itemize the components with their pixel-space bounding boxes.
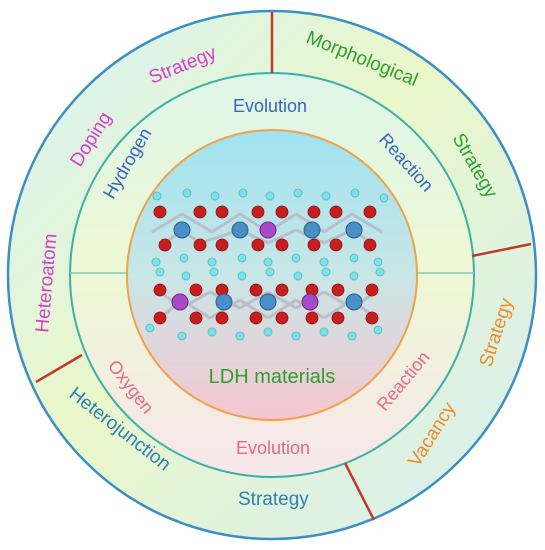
her-evolution-label: Evolution [233,96,307,116]
metal-atom-purple [171,293,189,311]
metal-atom-blue [231,221,249,239]
hydrogen-atoms [145,188,389,341]
metal-atom-purple [301,293,319,311]
metal-atom-purple [259,221,277,239]
metal-atom-blue [173,221,191,239]
divider-bottom-right [343,462,376,521]
ldh-structure-illustration [145,188,389,341]
oer-evolution-label: Evolution [236,438,310,458]
divider-right [471,242,532,258]
core-label: LDH materials [209,366,336,388]
metal-atoms-lower [171,293,363,311]
lower-layer-bonds [159,290,377,320]
metal-atom-blue [303,221,321,239]
heterojunction-strategy-label: Strategy [238,489,309,510]
divider-bottom-left [35,353,83,384]
metal-atoms-upper [173,221,363,239]
outer-ring-dividers [35,12,532,521]
metal-atom-blue [345,221,363,239]
metal-atom-blue [215,293,233,311]
metal-atom-blue [259,293,277,311]
oxygen-atoms [153,205,379,325]
metal-atom-blue [345,293,363,311]
